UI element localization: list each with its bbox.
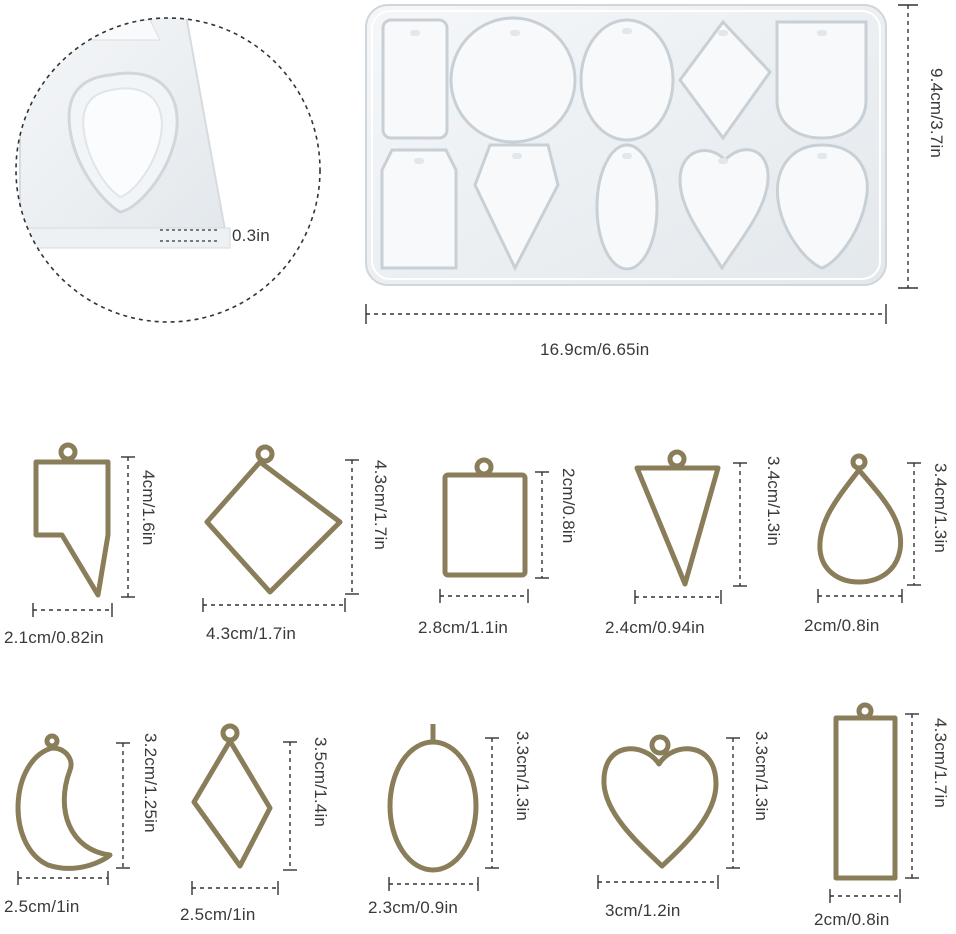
row1-dimension-lines	[32, 456, 921, 617]
pendant-tall-rectangle	[833, 702, 898, 881]
cavity-rectangle	[381, 18, 449, 140]
mold-dimension-lines	[365, 4, 918, 324]
pendant-kite-width: 2.5cm/1in	[180, 905, 256, 924]
cavity-circle	[449, 16, 577, 144]
pendants-row-1	[33, 442, 904, 598]
pendant-rectangle-height: 2cm/0.8in	[559, 468, 578, 544]
pendant-rhombus	[204, 444, 343, 595]
pendant-rectangle-width: 2.8cm/1.1in	[418, 618, 509, 637]
pendant-teardrop-height: 3.4cm/1.3in	[931, 463, 950, 554]
pendant-rectangle	[442, 457, 528, 578]
pendant-tall-rectangle-width: 2cm/0.8in	[814, 910, 890, 929]
pendant-teardrop	[817, 453, 904, 585]
cavity-diamond	[678, 19, 772, 141]
pendant-heart-height: 3.3cm/1.3in	[752, 731, 771, 822]
pendant-triangle-width: 2.4cm/0.94in	[605, 618, 705, 637]
pendant-kite-height: 3.5cm/1.4in	[311, 737, 330, 828]
pendant-shield-width: 2.1cm/0.82in	[4, 628, 104, 647]
cavity-kite	[473, 143, 560, 272]
silicone-mold	[365, 4, 887, 286]
pendant-crescent-width: 2.5cm/1in	[4, 897, 80, 916]
pendant-oval	[387, 724, 479, 873]
pendant-heart	[601, 734, 719, 869]
pendant-rhombus-width: 4.3cm/1.7in	[206, 624, 297, 643]
cavity-tag	[380, 148, 458, 270]
pendant-triangle-height: 3.4cm/1.3in	[764, 456, 783, 547]
row2-dimension-lines	[17, 713, 919, 903]
pendant-shield	[33, 442, 111, 598]
pendant-heart-width: 3cm/1.2in	[605, 901, 681, 920]
pendant-oval-width: 2.3cm/0.9in	[368, 898, 459, 917]
cavity-heart	[678, 148, 770, 271]
pendant-crescent	[15, 733, 113, 871]
mold-width-label: 16.9cm/6.65in	[540, 340, 650, 359]
pendant-teardrop-width: 2cm/0.8in	[804, 616, 880, 635]
pendants-row-2	[15, 702, 898, 881]
mold-height-label: 9.4cm/3.7in	[927, 68, 946, 159]
pendant-shield-height: 4cm/1.6in	[139, 470, 158, 546]
pendant-triangle	[634, 449, 721, 587]
cavity-teardrop	[775, 143, 869, 270]
pendant-tall-rectangle-height: 4.3cm/1.7in	[931, 718, 950, 809]
cavity-long-oval	[595, 143, 659, 271]
pendant-crescent-height: 3.2cm/1.25in	[141, 733, 160, 833]
pendant-rhombus-height: 4.3cm/1.7in	[371, 460, 390, 551]
cavity-oval	[579, 18, 675, 142]
mold-detail-zoom	[15, 17, 321, 323]
cavity-arch	[775, 20, 868, 140]
pendant-oval-height: 3.3cm/1.3in	[513, 731, 532, 822]
mold-depth-label: 0.3in	[232, 226, 270, 245]
pendant-kite	[191, 723, 273, 869]
